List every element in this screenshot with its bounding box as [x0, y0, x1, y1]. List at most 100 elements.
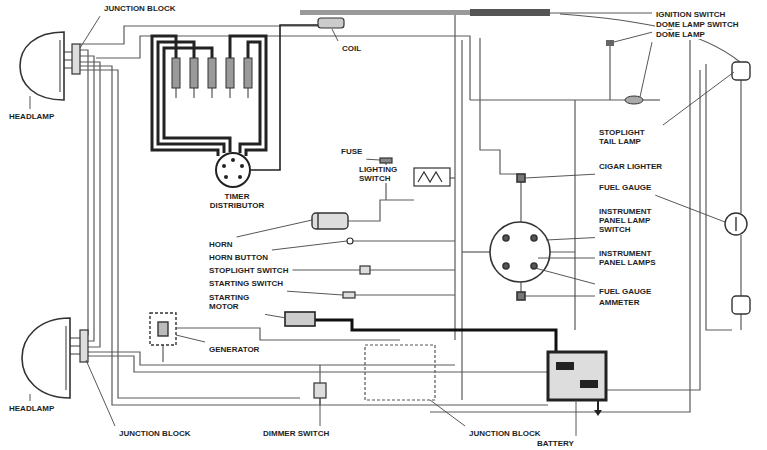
part-label: IGNITION SWITCH [655, 10, 726, 19]
wire [64, 51, 72, 52]
leader-line [525, 174, 595, 178]
wire [706, 64, 732, 330]
part-label: JUNCTION BLOCK [103, 4, 177, 13]
instrument-panel-symbol [517, 292, 525, 300]
leader-line [640, 42, 652, 97]
instrument-panel-symbol [490, 174, 550, 300]
leader-line [320, 398, 321, 426]
part-label: AMMETER [598, 298, 640, 307]
leader-line [430, 400, 465, 426]
wire [560, 14, 740, 62]
distributor-wiring [230, 36, 266, 156]
tail-lamp-symbol [725, 213, 747, 235]
distributor-wiring [158, 42, 224, 153]
leader-line [30, 96, 31, 109]
part-label: BATTERY [536, 439, 575, 448]
wire [348, 200, 414, 221]
generator-symbol [158, 322, 168, 336]
tail-lamp-symbol [735, 217, 736, 231]
distributor-wiring [240, 42, 260, 153]
leader-line [535, 268, 595, 284]
wire [64, 59, 72, 60]
distributor-symbol [231, 158, 235, 162]
tail-lamp-symbol [732, 296, 750, 314]
instrument-panel-symbol [531, 235, 537, 241]
leader-line [287, 291, 343, 295]
wire [450, 177, 455, 178]
generator-symbol [150, 313, 176, 345]
leader-line [292, 270, 360, 271]
wire [355, 294, 455, 295]
distributor-symbol [224, 175, 228, 179]
part-label: HORN BUTTON [208, 253, 269, 262]
headlamp-symbol [20, 32, 70, 398]
part-label: JUNCTION BLOCK [118, 429, 192, 438]
wire [70, 353, 80, 354]
wire [88, 352, 455, 365]
part-label: COIL [341, 44, 362, 53]
wire [80, 66, 548, 405]
leader-lines [30, 13, 734, 436]
instrument-panel-symbol [503, 263, 509, 269]
part-label: HORN [208, 240, 234, 249]
wire [520, 182, 521, 222]
instrument-panel-symbol [503, 235, 509, 241]
part-label: DIMMER SWITCH [262, 429, 330, 438]
part-label: GENERATOR [208, 345, 260, 354]
wire [80, 26, 318, 44]
headlamp-symbol [20, 32, 64, 100]
part-label: FUSE [340, 147, 363, 156]
coil-symbol [318, 18, 344, 28]
horn-symbol [312, 213, 348, 229]
junction-block-symbol [365, 345, 435, 400]
leader-line [80, 16, 100, 48]
wire [80, 62, 100, 347]
distributor-symbol [238, 175, 242, 179]
junction-block-symbol [72, 44, 435, 400]
spark-plug-symbol [172, 58, 252, 98]
junction-block-symbol [80, 330, 88, 362]
instrument-panel-symbol [517, 174, 525, 182]
spark-plug-symbol [230, 88, 231, 98]
wire [740, 314, 741, 330]
leader-line [525, 296, 595, 297]
part-label: DOME LAMP [655, 30, 706, 39]
spark-plug-symbol [194, 88, 195, 98]
part-label: FUEL GAUGE [598, 287, 652, 296]
spark-plug-symbol [212, 88, 213, 98]
ignition-switch-symbol [300, 9, 643, 104]
spark-plug-symbol [244, 58, 252, 88]
switch-symbol [314, 158, 450, 398]
wire [609, 46, 610, 100]
horn-symbol [317, 213, 318, 229]
switch-symbol [360, 266, 370, 274]
headlamp-symbol [22, 318, 70, 398]
spark-plug-symbol [226, 58, 234, 88]
battery-symbol [594, 410, 602, 416]
wire [740, 80, 741, 213]
part-label: TIMER DISTRIBUTOR [200, 192, 274, 210]
leader-line [550, 13, 652, 14]
wire [430, 40, 690, 412]
part-label: HEADLAMP [8, 112, 55, 121]
distributor-symbol [222, 164, 226, 168]
switch-symbol [343, 292, 355, 298]
leader-line [272, 241, 347, 250]
leader-line [86, 360, 115, 426]
battery-symbol [548, 352, 606, 416]
switch-symbol [418, 172, 442, 182]
wire [480, 38, 517, 174]
wire [520, 282, 521, 292]
part-label: STOPLIGHT TAIL LAMP [598, 128, 660, 146]
ignition-switch-symbol [625, 96, 643, 104]
wire [470, 99, 625, 100]
wire [70, 345, 80, 346]
leader-line [237, 220, 312, 237]
part-label: STOPLIGHT SWITCH [208, 266, 289, 275]
part-label: LIGHTING SWITCH [358, 165, 412, 183]
leader-line [576, 400, 577, 436]
leader-line [538, 258, 595, 259]
wire [353, 240, 455, 241]
